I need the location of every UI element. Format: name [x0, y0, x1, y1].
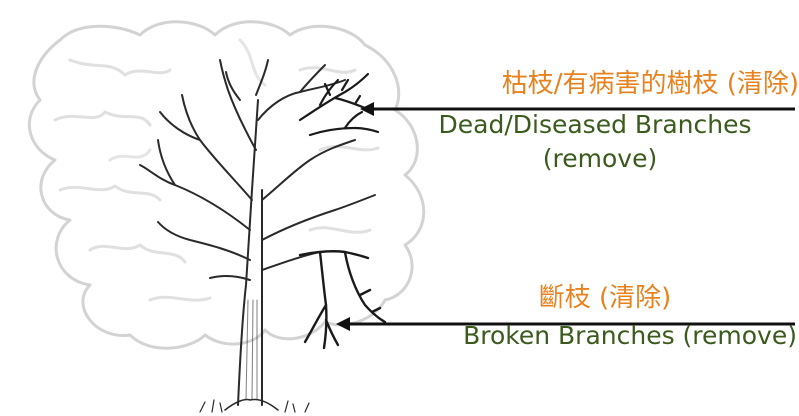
- dead-branches-label-en: Dead/Diseased Branches: [438, 110, 752, 139]
- broken-branches: [298, 250, 387, 350]
- arrow-dead-branches: [360, 102, 795, 116]
- branches: [139, 59, 376, 281]
- dead-branches-label-zh: 枯枝/有病害的樹枝 (清除): [501, 69, 799, 99]
- broken-branches-label-en: Broken Branches (remove): [463, 321, 797, 350]
- arrow-broken-branches: [336, 317, 795, 331]
- canopy-outline: [27, 20, 426, 350]
- dead-branches: [298, 72, 380, 137]
- dead-branches-label-en-remove: (remove): [542, 144, 658, 173]
- broken-branches-label-zh: 斷枝 (清除): [538, 283, 672, 313]
